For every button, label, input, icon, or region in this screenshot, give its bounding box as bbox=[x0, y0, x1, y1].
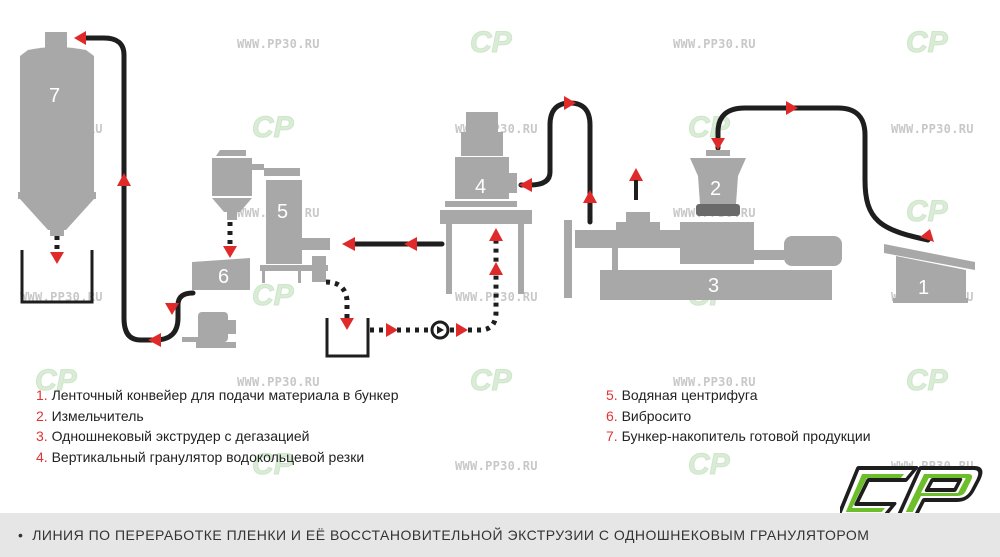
legend-item-text: Бункер-накопитель готовой продукции bbox=[621, 428, 871, 444]
watermark-site: WWW.PP30.RU bbox=[891, 122, 974, 136]
vibrating-sieve bbox=[182, 258, 250, 348]
water-centrifuge bbox=[212, 150, 330, 283]
flow-arrow-icon bbox=[519, 178, 532, 192]
legend-item: 5. Водяная центрифуга bbox=[606, 385, 871, 406]
stage-number-layer: 7 5 6 4 2 3 1 bbox=[49, 85, 929, 299]
watermark-logo: СР bbox=[470, 26, 513, 59]
legend-item-text: Одношнековый экструдер с дегазацией bbox=[51, 428, 310, 444]
dotted-pipe-centrifuge-out bbox=[325, 279, 350, 322]
footer-bullet: • bbox=[18, 527, 24, 543]
legend-column-right: 5. Водяная центрифуга 6. Вибросито 7. Бу… bbox=[606, 385, 871, 447]
legend-item-number: 5. bbox=[606, 387, 618, 403]
watermark-logo: СР bbox=[906, 364, 949, 397]
footer-title: • ЛИНИЯ ПО ПЕРЕРАБОТКЕ ПЛЕНКИ И ЕЁ ВОССТ… bbox=[18, 513, 869, 557]
flow-arrow-icon bbox=[223, 246, 237, 258]
brand-logo bbox=[840, 466, 983, 518]
legend-item-number: 6. bbox=[606, 407, 618, 424]
footer-title-text: ЛИНИЯ ПО ПЕРЕРАБОТКЕ ПЛЕНКИ И ЕЁ ВОССТАН… bbox=[32, 527, 870, 543]
footer-bar: • ЛИНИЯ ПО ПЕРЕРАБОТКЕ ПЛЕНКИ И ЕЁ ВОССТ… bbox=[0, 513, 1000, 557]
vertical-granulator bbox=[440, 112, 532, 294]
stage-number-2: 2 bbox=[710, 178, 721, 200]
legend-item: 2. Измельчитель bbox=[36, 406, 399, 427]
legend-column-left: 1. Ленточный конвейер для подачи материа… bbox=[36, 385, 399, 467]
watermark-logo: СР bbox=[906, 195, 949, 228]
flow-arrow-icon bbox=[456, 323, 468, 337]
legend-item-text: Измельчитель bbox=[51, 407, 144, 424]
legend-item-text: Вибросито bbox=[621, 407, 692, 424]
watermark-logo: СР bbox=[688, 448, 731, 481]
water-pump bbox=[430, 320, 450, 340]
watermark-site: WWW.PP30.RU bbox=[673, 37, 756, 51]
flow-arrow-icon bbox=[564, 96, 576, 110]
flow-arrow-icon bbox=[583, 190, 597, 203]
flow-arrow-icon bbox=[920, 229, 934, 242]
pipe-layer bbox=[77, 35, 931, 343]
flow-arrow-icon bbox=[489, 228, 503, 241]
pipe-extruder-to-granulator bbox=[518, 100, 593, 225]
watermark-site: WWW.PP30.RU bbox=[455, 459, 538, 473]
flow-arrow-icon bbox=[629, 168, 643, 181]
single-screw-extruder bbox=[564, 212, 842, 300]
legend-item: 4. Вертикальный гранулятор водокольцевой… bbox=[36, 447, 399, 468]
legend-item: 1. Ленточный конвейер для подачи материа… bbox=[36, 385, 399, 406]
stage-number-1: 1 bbox=[918, 277, 929, 299]
water-tank bbox=[325, 318, 370, 358]
legend-item-number: 1. bbox=[36, 387, 48, 403]
flow-arrow-icon bbox=[404, 237, 417, 251]
legend-item-number: 4. bbox=[36, 448, 48, 465]
flow-arrow-icon bbox=[165, 303, 179, 315]
flow-arrow-icon bbox=[148, 333, 161, 347]
legend-item-number: 2. bbox=[36, 407, 48, 424]
legend-item: 6. Вибросито bbox=[606, 406, 871, 427]
watermark-logo: СР bbox=[252, 448, 295, 481]
pipe-sieve-to-hopper bbox=[77, 35, 196, 343]
legend-item-number: 7. bbox=[606, 428, 618, 444]
dotted-pipe-pump-to-granulator bbox=[450, 235, 499, 333]
watermark-logo: СР bbox=[906, 26, 949, 59]
legend-item-number: 3. bbox=[36, 428, 48, 444]
output-bin bbox=[20, 250, 94, 304]
arrow-layer bbox=[50, 31, 934, 347]
watermark-site: WWW.PP30.RU bbox=[237, 37, 320, 51]
legend-item: 3. Одношнековый экструдер с дегазацией bbox=[36, 426, 399, 447]
legend-item-text: Ленточный конвейер для подачи материала … bbox=[51, 387, 399, 403]
flow-arrow-icon bbox=[74, 31, 86, 45]
stage-number-4: 4 bbox=[475, 176, 486, 198]
flow-arrow-icon bbox=[117, 173, 131, 186]
legend-item-text: Вертикальный гранулятор водокольцевой ре… bbox=[51, 448, 365, 465]
flow-arrow-icon bbox=[489, 262, 503, 275]
watermark-logo: СР bbox=[470, 364, 513, 397]
stage-number-6: 6 bbox=[218, 266, 229, 288]
stage-number-3: 3 bbox=[708, 275, 719, 297]
flow-arrow-icon bbox=[634, 180, 638, 200]
watermark-site: WWW.PP30.RU bbox=[673, 375, 756, 389]
watermark-logo: СР bbox=[252, 111, 295, 144]
pipe-conveyor-to-crusher bbox=[715, 105, 931, 243]
stage-number-5: 5 bbox=[277, 201, 288, 223]
legend-item-text: Водяная центрифуга bbox=[621, 387, 758, 403]
flow-arrow-icon bbox=[386, 323, 398, 337]
legend-item: 7. Бункер-накопитель готовой продукции bbox=[606, 426, 871, 447]
stage-number-7: 7 bbox=[49, 85, 60, 107]
flow-arrow-icon bbox=[711, 138, 725, 150]
flow-arrow-icon bbox=[340, 318, 354, 330]
machine-layer bbox=[18, 32, 975, 348]
flow-arrow-icon bbox=[342, 237, 355, 251]
watermark-logo: СР bbox=[252, 279, 295, 312]
storage-hopper bbox=[18, 32, 96, 236]
flow-arrow-icon bbox=[786, 101, 798, 115]
crusher bbox=[680, 150, 754, 264]
flow-arrow-icon bbox=[50, 252, 64, 264]
watermark-site: WWW.PP30.RU bbox=[237, 375, 320, 389]
watermark-logo: СР bbox=[35, 364, 78, 397]
belt-conveyor bbox=[884, 244, 975, 303]
